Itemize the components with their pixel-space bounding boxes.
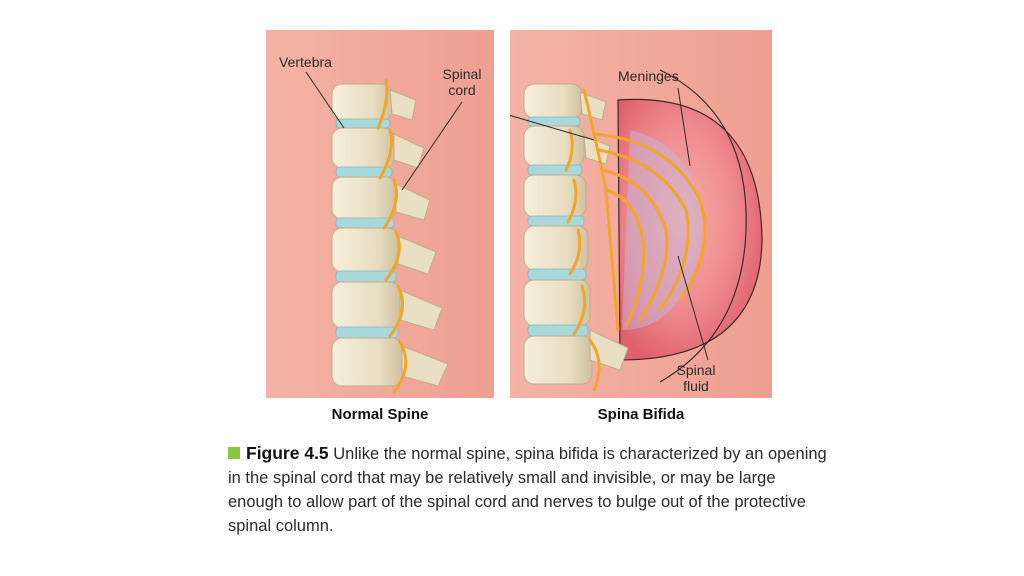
spina-bifida-drawing	[510, 30, 772, 398]
vertebra-processes	[389, 89, 449, 387]
label-spinal-fluid-line-1: Spinal	[676, 362, 716, 378]
label-spinal-fluid-line-2: fluid	[683, 378, 709, 394]
caption-text: Unlike the normal spine, spina bifida is…	[228, 445, 827, 535]
label-meninges: Meninges	[618, 68, 679, 84]
caption-square-icon	[228, 447, 240, 459]
skin-outline	[659, 69, 747, 383]
spinal-nerves	[376, 78, 408, 394]
label-vertebra: Vertebra	[279, 54, 332, 70]
normal-spine-drawing	[266, 30, 494, 398]
label-spinal-cord: Spinal cord	[432, 66, 492, 98]
vertebra-column	[523, 83, 593, 385]
label-spinal-cord-line-2: cord	[448, 82, 476, 98]
label-spinal-cord-line-1: Spinal	[442, 66, 482, 82]
figure-number: Figure 4.5	[246, 443, 329, 463]
normal-spine-label: Normal Spine	[331, 406, 429, 423]
vertebra-column	[331, 83, 403, 387]
figure-caption: Figure 4.5 Unlike the normal spine, spin…	[228, 441, 828, 538]
label-spinal-fluid: Spinal fluid	[666, 362, 726, 394]
spina-bifida-label: Spina Bifida	[597, 406, 685, 423]
spina-bifida-illustration	[510, 30, 772, 398]
leader-lines	[305, 71, 463, 191]
normal-spine-illustration	[266, 30, 494, 398]
leader-lines	[510, 87, 709, 361]
